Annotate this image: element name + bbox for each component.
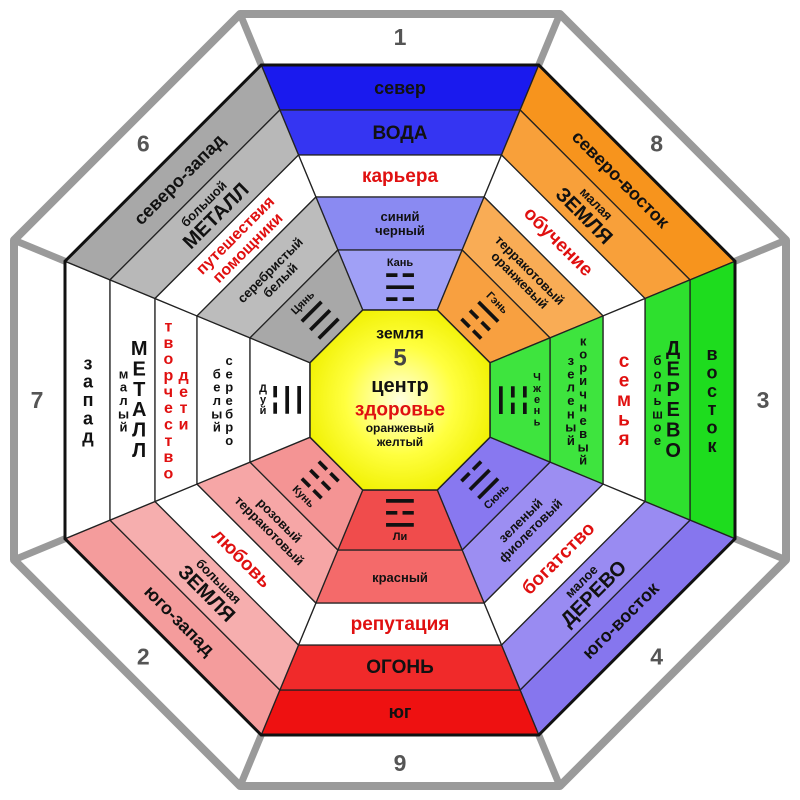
element-label-text: ВОДА bbox=[372, 123, 427, 144]
frame-spoke bbox=[733, 535, 788, 564]
trigram-name-line: Кань bbox=[387, 257, 414, 269]
direction-label-text: север bbox=[374, 78, 426, 98]
trigram-name-text: Ли bbox=[393, 531, 407, 543]
trigram-icon: ☳ bbox=[490, 383, 534, 417]
element-label: ОГОНЬ bbox=[366, 657, 433, 678]
trigram-name: Кань bbox=[387, 257, 414, 269]
frame-spoke bbox=[733, 236, 788, 265]
direction-label: юг bbox=[389, 702, 412, 722]
aspect-label-text: репутация bbox=[351, 614, 450, 635]
direction-label-line: север bbox=[374, 78, 426, 98]
center-earth-label: земля bbox=[376, 326, 424, 343]
band-east-4 bbox=[549, 314, 604, 486]
band-west-4 bbox=[196, 314, 251, 486]
aspect-label-line: репутация bbox=[351, 614, 450, 635]
center-color-1: оранжевый bbox=[366, 421, 435, 435]
element-label-text: ОГОНЬ bbox=[366, 657, 433, 678]
aspect-label: карьера bbox=[362, 166, 439, 187]
trigram-name: Ли bbox=[393, 531, 407, 543]
element-label-line: ОГОНЬ bbox=[366, 657, 433, 678]
sector-number: 2 bbox=[137, 644, 150, 670]
aspect-label-text: карьера bbox=[362, 166, 439, 187]
frame-spoke bbox=[236, 733, 265, 788]
colors-label-line: красный bbox=[372, 570, 428, 585]
center-fill bbox=[309, 309, 491, 491]
aspect-label: репутация bbox=[351, 614, 450, 635]
trigram-name-line: Ли bbox=[393, 531, 407, 543]
band-west-3 bbox=[154, 297, 198, 503]
colors-label-line: черный bbox=[375, 223, 425, 238]
direction-label-text: юг bbox=[389, 702, 412, 722]
trigram-name-text: Кань bbox=[387, 257, 414, 269]
center-aspect: здоровье bbox=[355, 400, 445, 421]
colors-label: красный bbox=[372, 570, 428, 585]
frame-spoke bbox=[12, 236, 67, 265]
inner-octagon-border bbox=[63, 63, 737, 737]
frame-spoke bbox=[535, 12, 564, 67]
element-label-line: ВОДА bbox=[372, 123, 427, 144]
sector-number: 6 bbox=[137, 130, 150, 156]
center-number: 5 bbox=[393, 345, 406, 372]
frame-spoke bbox=[12, 535, 67, 564]
trigram-icon: ☱ bbox=[266, 383, 310, 417]
colors-label-text: красный bbox=[372, 570, 428, 585]
sector-bands bbox=[63, 63, 737, 737]
sector-number: 4 bbox=[650, 644, 663, 670]
sector-number: 1 bbox=[394, 24, 407, 50]
trigram-icon: ☲ bbox=[383, 490, 417, 534]
sector-number: 7 bbox=[31, 387, 44, 413]
direction-label: север bbox=[374, 78, 426, 98]
center-label: центр bbox=[371, 375, 429, 397]
sector-number: 3 bbox=[757, 387, 770, 413]
frame-spoke bbox=[236, 12, 265, 67]
sector-number: 9 bbox=[394, 750, 407, 776]
colors-label-line: синий bbox=[380, 208, 419, 223]
sector-number: 8 bbox=[650, 130, 663, 156]
frame-spoke bbox=[535, 733, 564, 788]
trigram-icon: ☵ bbox=[383, 266, 417, 310]
center-color-2: желтый bbox=[376, 435, 423, 449]
element-label: ВОДА bbox=[372, 123, 427, 144]
aspect-label-line: карьера bbox=[362, 166, 439, 187]
direction-label-line: юг bbox=[389, 702, 412, 722]
